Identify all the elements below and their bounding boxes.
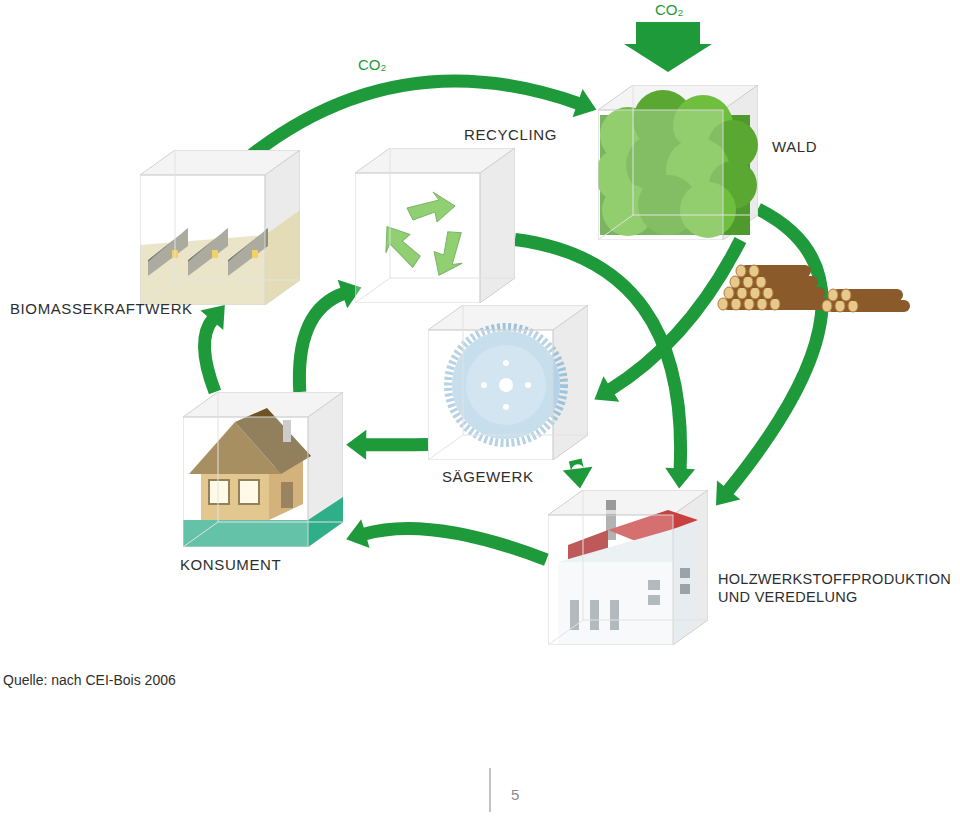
power-plant-cube: BIOMASSEKRAFTWERK [140, 150, 300, 305]
node-label: SÄGEWERK [442, 468, 533, 486]
log-end [730, 276, 740, 288]
log-end [736, 265, 746, 277]
log-end [763, 287, 773, 299]
flow-arrow [200, 305, 224, 392]
log-end [724, 287, 734, 299]
co2-label: CO₂ [655, 1, 683, 18]
source-note: Quelle: nach CEI-Bois 2006 [3, 672, 176, 688]
flow-arrow [346, 519, 546, 559]
log-end [757, 298, 767, 310]
log-end [756, 276, 766, 288]
node-label: WALD [772, 138, 817, 156]
log [760, 276, 818, 288]
flow-arrow [252, 81, 596, 155]
flow-arrow [299, 280, 361, 392]
forest-cube: WALD [598, 85, 758, 240]
log [767, 287, 825, 299]
log-end [822, 300, 832, 312]
sawmill-cube: SÄGEWERK [428, 305, 588, 460]
page-number: 5 [511, 786, 519, 803]
cube-illustration [183, 392, 343, 547]
flow-arrow [594, 240, 740, 402]
cube-illustration [140, 150, 300, 305]
log-end [828, 289, 838, 301]
node-label: KONSUMENT [180, 556, 281, 574]
log-end [744, 298, 754, 310]
flow-arrow [716, 209, 822, 506]
factory-cube: HOLZWERKSTOFFPRODUKTION UND VEREDELUNG [548, 490, 708, 645]
log [852, 300, 910, 312]
co2-input-arrow [624, 22, 712, 72]
page-rule [489, 768, 490, 812]
consumer-cube: KONSUMENT [183, 392, 343, 547]
cube-illustration [598, 85, 758, 240]
log [845, 289, 903, 301]
log-end [848, 300, 858, 312]
log-end [750, 287, 760, 299]
log [722, 298, 780, 310]
log-end [718, 298, 728, 310]
cube-illustration [355, 148, 515, 303]
node-label: RECYCLING [464, 126, 557, 144]
log-end [835, 300, 845, 312]
log-end [731, 298, 741, 310]
edge-label: CO₂ [358, 56, 386, 73]
cube-illustration [548, 490, 708, 645]
node-label: BIOMASSEKRAFTWERK [10, 300, 193, 318]
log-end [737, 287, 747, 299]
node-label: HOLZWERKSTOFFPRODUKTION UND VEREDELUNG [718, 571, 954, 606]
flow-arrow [563, 460, 593, 488]
cube-illustration [428, 305, 588, 460]
log-end [743, 276, 753, 288]
log-end [749, 265, 759, 277]
flow-arrow [346, 430, 428, 460]
log-end [841, 289, 851, 301]
recycling-cube: RECYCLING [355, 148, 515, 303]
log [753, 265, 811, 277]
log-end [770, 298, 780, 310]
